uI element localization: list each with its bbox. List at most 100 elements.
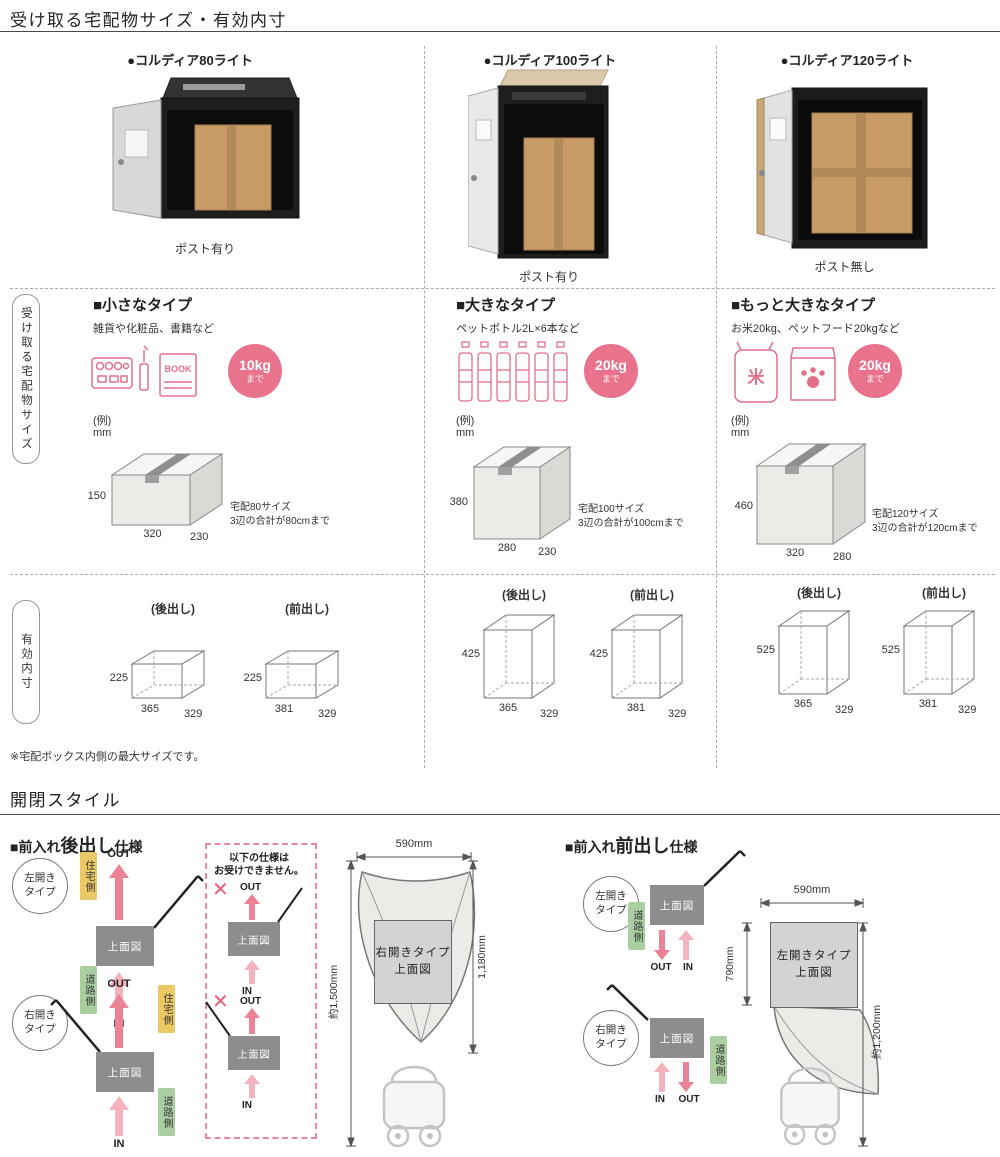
inner-depth: 329 — [540, 708, 559, 720]
capacity-badge-120: 20kg まで — [848, 344, 902, 398]
carton-height: 150 — [87, 490, 106, 502]
type-desc-120: お米20kg、ペットフード20kgなど — [731, 323, 900, 335]
size-rule: 3辺の合計が100cmまで — [578, 518, 684, 529]
top-view-box: 上面図 — [96, 1052, 154, 1092]
post-availability-label: ポスト有り — [518, 270, 579, 284]
column-divider — [716, 46, 717, 768]
pet-bottles-icons — [458, 341, 568, 402]
type-title-80: ■小さなタイプ — [93, 297, 193, 314]
inner-width: 381 — [274, 703, 294, 715]
door-swing-line — [205, 1001, 231, 1037]
column-divider — [424, 46, 425, 768]
inner-height: 425 — [589, 648, 608, 660]
in-label: IN — [683, 962, 693, 973]
in-label: IN — [113, 1138, 125, 1150]
book-icon-label: BOOK — [165, 364, 193, 374]
inner-size-drawing — [902, 610, 976, 695]
door-swing-fan — [773, 1005, 880, 1095]
product-name-120: ●コルディア120ライト — [780, 53, 914, 68]
out-label: OUT — [107, 978, 131, 990]
out-arrow-icon — [678, 1062, 694, 1092]
cosmetics-book-icons: BOOK — [91, 345, 197, 397]
inner-width: 381 — [918, 698, 938, 710]
swing-width-dim: 590mm — [793, 884, 831, 896]
inner-height: 525 — [881, 644, 900, 656]
ng-cross-mark: ✕ — [212, 991, 229, 1013]
inner-height: 425 — [461, 648, 480, 660]
swing-top-view-box: 左開きタイプ 上面図 — [770, 922, 858, 1008]
door-swing-line — [277, 887, 303, 923]
paw-icon — [801, 367, 825, 388]
example-label: (例) — [456, 415, 475, 427]
size-rule: 3辺の合計が120cmまで — [872, 523, 978, 534]
section2-title: 開閉スタイル — [10, 791, 121, 810]
example-label: (例) — [731, 415, 750, 427]
post-availability-label: ポスト無し — [814, 260, 875, 274]
carton-depth: 280 — [833, 551, 852, 563]
out-label: OUT — [240, 882, 262, 893]
product-photo-100 — [468, 69, 609, 259]
carton-height: 460 — [734, 500, 753, 512]
inner-width: 365 — [498, 702, 518, 714]
post-availability-label: ポスト有り — [174, 242, 235, 256]
road-side-label: 道路側 — [628, 902, 645, 950]
size-name: 宅配100サイズ — [578, 504, 645, 515]
rice-icon-label: 米 — [748, 367, 766, 387]
size-name: 宅配120サイズ — [872, 509, 939, 520]
product-name-80: ●コルディア80ライト — [127, 53, 253, 68]
in-label: IN — [242, 1100, 252, 1111]
not-accepted-line2: お受けできません。 — [214, 866, 304, 877]
front-out-label: (前出し) — [285, 602, 329, 616]
inner-size-drawing — [610, 614, 684, 699]
top-view-box: 上面図 — [228, 1036, 280, 1070]
rear-spec-title: ■前入れ後出し仕様 — [10, 836, 143, 856]
inner-depth: 329 — [668, 708, 687, 720]
h-dim-arrow — [760, 898, 864, 908]
sidebar-label-parcel-size: 受け取る宅配物サイズ — [12, 294, 40, 464]
out-arrow-icon — [109, 864, 129, 920]
product-photo-80 — [112, 77, 300, 219]
type-title-120: ■もっと大きなタイプ — [731, 297, 876, 314]
inner-size-drawing — [130, 650, 206, 699]
capacity-badge-100: 20kg まで — [584, 344, 638, 398]
inner-depth: 329 — [958, 704, 977, 716]
inner-size-drawing — [264, 650, 340, 699]
inner-height: 225 — [109, 672, 128, 684]
inner-height: 525 — [756, 644, 775, 656]
out-label: OUT — [107, 848, 131, 860]
type-title-100: ■大きなタイプ — [456, 297, 556, 314]
road-side-label: 道路側 — [80, 966, 97, 1014]
in-label: IN — [242, 986, 252, 997]
out-label: OUT — [240, 996, 262, 1007]
ng-cross-mark: ✕ — [212, 879, 229, 901]
door-swing-line — [606, 984, 649, 1021]
in-arrow-icon — [244, 960, 260, 984]
carton-depth: 230 — [538, 546, 557, 558]
swing-height-left-dim: 790mm — [724, 946, 736, 982]
carton-width: 320 — [785, 547, 805, 559]
front-out-label: (前出し) — [922, 586, 966, 600]
carton-width: 320 — [143, 528, 162, 540]
example-label: (例) — [93, 415, 112, 427]
inner-depth: 329 — [835, 704, 854, 716]
capacity-badge-80: 10kg まで — [228, 344, 282, 398]
carton-drawing-80 — [110, 453, 224, 526]
out-arrow-icon — [109, 994, 129, 1048]
top-view-box: 上面図 — [228, 922, 280, 956]
left-open-type-badge: 左開き タイプ — [12, 858, 68, 914]
unit-label: mm — [731, 427, 750, 439]
rear-out-label: (後出し) — [151, 602, 195, 616]
h-dim-arrow — [356, 852, 472, 862]
out-label: OUT — [678, 1094, 700, 1105]
right-open-type-badge: 右開き タイプ — [583, 1010, 639, 1066]
out-arrow-icon — [654, 930, 670, 960]
type-desc-100: ペットボトル2L×6本など — [456, 323, 580, 335]
out-arrow-icon — [244, 894, 260, 920]
front-out-label: (前出し) — [630, 588, 674, 602]
v-dim-arrow — [742, 922, 752, 1006]
section2-divider — [0, 814, 1000, 815]
in-arrow-icon — [654, 1062, 670, 1092]
door-swing-line — [50, 999, 101, 1053]
inner-depth: 329 — [318, 708, 337, 720]
